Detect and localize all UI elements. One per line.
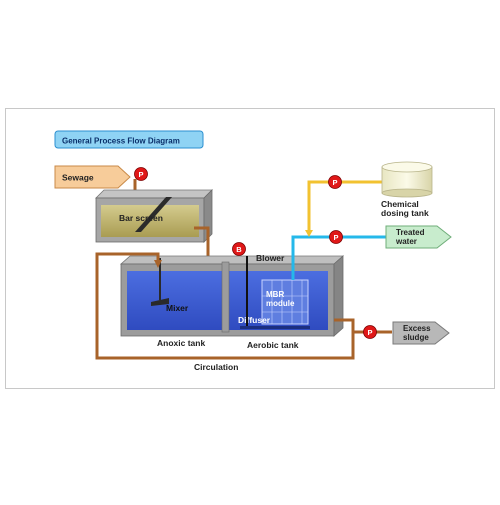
chemical-dosing-pump-letter: P	[332, 178, 337, 187]
circulation-pipe	[95, 252, 355, 360]
sewage-pump-letter: P	[138, 170, 143, 179]
diffuser-label: Diffuser	[238, 315, 271, 325]
diffuser	[240, 326, 310, 329]
chemical-dosing-tank	[381, 161, 433, 198]
treated-water-label-line1: Treated	[396, 228, 425, 237]
mbr-module-label-line2: module	[266, 299, 295, 308]
permeate-pipe	[291, 235, 386, 280]
chemical-dosing-pipe	[307, 180, 382, 234]
excess-sludge-label-line2: sludge	[403, 333, 429, 342]
diagram-title: General Process Flow Diagram	[62, 137, 180, 146]
blower-label: Blower	[256, 253, 285, 263]
permeate-pump: P	[329, 230, 343, 244]
chemical-dosing-arrow	[305, 230, 313, 237]
bar-screen-label: Bar screen	[119, 213, 163, 223]
mixer	[151, 258, 169, 306]
anoxic-tank-label: Anoxic tank	[157, 338, 205, 348]
chemical-dosing-tank-label-line1: Chemical	[381, 199, 419, 209]
title-box: General Process Flow Diagram	[54, 130, 204, 149]
tank-divider-wall	[221, 261, 230, 333]
main-tank: Mixer MBR module Diffuser	[119, 255, 345, 337]
bar-screen-tank: Bar screen	[95, 189, 213, 243]
bar-screen-rake	[135, 197, 172, 232]
treated-water-outlet: Treated water	[385, 225, 452, 249]
sewage-pump: P	[134, 167, 148, 181]
excess-sludge-pump: P	[363, 325, 377, 339]
permeate-pump-letter: P	[333, 233, 338, 242]
circulation-arrow	[154, 260, 162, 268]
aerobic-tank-label: Aerobic tank	[247, 340, 299, 350]
blower-symbol-letter: B	[236, 245, 242, 254]
sewage-inlet: Sewage	[54, 165, 131, 189]
blower-symbol	[232, 242, 246, 256]
excess-sludge-label-line1: Excess	[403, 324, 431, 333]
treated-water-label-line2: water	[395, 237, 417, 246]
chemical-dosing-tank-label-line2: dosing tank	[381, 208, 429, 218]
excess-sludge-outlet: Excess sludge	[392, 321, 450, 345]
circulation-label: Circulation	[194, 362, 238, 372]
sewage-label: Sewage	[62, 173, 94, 183]
mbr-module	[261, 279, 309, 325]
mixer-label: Mixer	[166, 303, 189, 313]
mbr-module-label-line1: MBR	[266, 290, 284, 299]
bar-screen-outlet-pipe	[194, 226, 210, 266]
chemical-dosing-pump: P	[328, 175, 342, 189]
excess-sludge-pump-letter: P	[367, 328, 372, 337]
